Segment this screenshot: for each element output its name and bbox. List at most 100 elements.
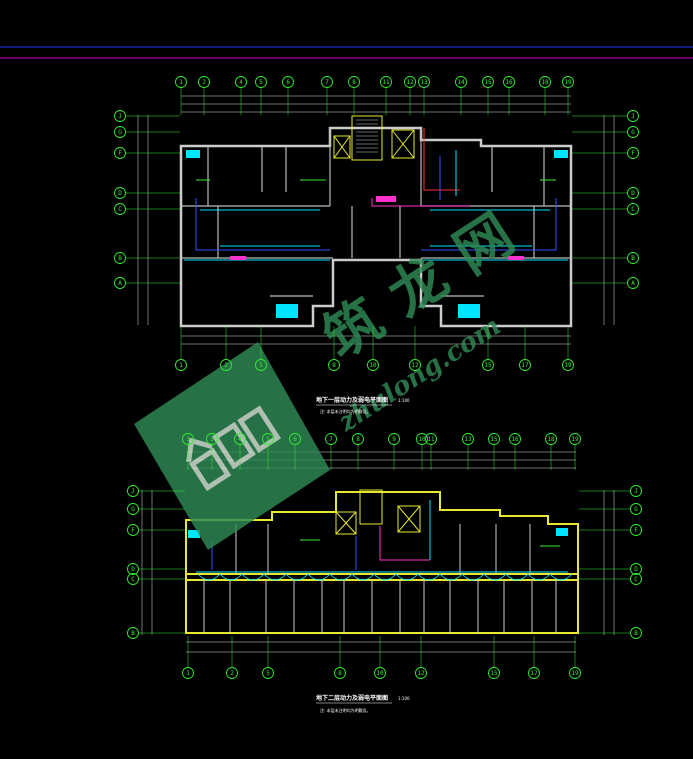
plan-2-axis-bottom-10: 10	[374, 667, 386, 679]
plan-2-axis-right-C: C	[630, 573, 642, 585]
svg-text:19: 19	[571, 670, 579, 677]
svg-text:F: F	[631, 150, 635, 157]
svg-text:2: 2	[224, 362, 228, 369]
svg-text:11: 11	[427, 436, 435, 443]
plan-2-axis-right-B: B	[630, 627, 642, 639]
svg-text:7: 7	[329, 436, 333, 443]
plan-2-axis-left-D: D	[127, 563, 139, 575]
svg-text:G: G	[631, 129, 635, 136]
svg-text:15: 15	[490, 670, 498, 677]
plan-2-axis-left-F: F	[127, 524, 139, 536]
plan-2-axis-right-D: D	[630, 563, 642, 575]
plan-2-axis-top-9: 9	[388, 433, 400, 445]
svg-text:15: 15	[484, 362, 492, 369]
svg-text:16: 16	[511, 436, 519, 443]
plan-2-title: 地下二层动力及弱电平面图	[316, 694, 388, 702]
svg-text:8: 8	[338, 670, 342, 677]
plan-1-axis-right-A: A	[627, 277, 639, 289]
plan-1-axis-top-5: 5	[255, 76, 267, 88]
plan-1-axis-bottom-5: 5	[255, 359, 267, 371]
plan-1-axis-top-18: 18	[539, 76, 551, 88]
svg-text:C: C	[131, 576, 135, 583]
plan-2-axis-left-G: G	[127, 503, 139, 515]
corridor-wiring-arc	[197, 573, 221, 581]
svg-text:16: 16	[505, 79, 513, 86]
plan-1-axis-right-G: G	[627, 126, 639, 138]
plan-2-axis-right-G: G	[630, 503, 642, 515]
plan-1-axis-left-J: J	[114, 110, 126, 122]
plan-1-axis-left-B: B	[114, 252, 126, 264]
plan-1-wiring	[184, 128, 568, 261]
svg-text:G: G	[634, 506, 638, 513]
svg-text:8: 8	[352, 79, 356, 86]
svg-text:1: 1	[179, 79, 183, 86]
corridor-wiring-arc	[439, 573, 463, 581]
plan-2-axis-left-B: B	[127, 627, 139, 639]
svg-text:D: D	[131, 566, 135, 573]
plan-2-axis-top-11: 11	[425, 433, 437, 445]
plan-1-stair-treads	[356, 119, 378, 153]
corridor-wiring-arc	[263, 573, 287, 581]
svg-text:F: F	[131, 527, 135, 534]
svg-text:5: 5	[266, 670, 270, 677]
plan-1-side-dimensions	[137, 115, 615, 325]
svg-text:10: 10	[418, 436, 426, 443]
corridor-wiring-arc	[219, 573, 243, 581]
plan-1-axis-bottom-1: 1	[175, 359, 187, 371]
plan-1-axis-right-D: D	[627, 187, 639, 199]
corridor-wiring-arc	[373, 573, 397, 581]
svg-text:4: 4	[239, 79, 243, 86]
svg-text:1: 1	[179, 362, 183, 369]
corridor-wiring-arc	[285, 573, 309, 581]
svg-text:15: 15	[490, 436, 498, 443]
plan-1-axis-right-B: B	[627, 252, 639, 264]
corridor-wiring-arc	[241, 573, 265, 581]
plan-2-axis-top-7: 7	[325, 433, 337, 445]
svg-text:13: 13	[420, 79, 428, 86]
plan-1-axis-right-F: F	[627, 147, 639, 159]
plan-1-axis-right-J: J	[627, 110, 639, 122]
plan-2-axis-left-C: C	[127, 573, 139, 585]
plan-1-axis-bottom-12: 12	[409, 359, 421, 371]
plan-2-axis-top-8: 8	[352, 433, 364, 445]
svg-text:6: 6	[286, 79, 290, 86]
svg-text:1: 1	[186, 436, 190, 443]
plan-1-axis-bottom-2: 2	[220, 359, 232, 371]
plan-2-axis-right-J: J	[630, 485, 642, 497]
svg-text:12: 12	[417, 670, 425, 677]
plan-1-outlets	[186, 150, 568, 318]
svg-text:19: 19	[564, 362, 572, 369]
plan-1-interior-walls	[181, 128, 571, 297]
corridor-wiring-arc	[527, 573, 551, 581]
corridor-wiring-arc	[505, 573, 529, 581]
plan-1-axis-top-14: 14	[455, 76, 467, 88]
svg-text:10: 10	[369, 362, 377, 369]
corridor-wiring-arc	[549, 573, 573, 581]
plan-2-outlets	[188, 528, 568, 538]
plan-2-axis-bottom-17: 17	[528, 667, 540, 679]
plan-1-top-dimensions	[181, 95, 571, 113]
svg-text:19: 19	[564, 79, 572, 86]
plan-1-axis-top-19: 19	[562, 76, 574, 88]
plan-1-axis-top-16: 16	[503, 76, 515, 88]
plan-1-axis-top-7: 7	[321, 76, 333, 88]
plan-1-axis-bottom-19: 19	[562, 359, 574, 371]
svg-text:11: 11	[382, 79, 390, 86]
svg-text:2: 2	[230, 670, 234, 677]
svg-text:D: D	[118, 190, 122, 197]
svg-text:8: 8	[332, 362, 336, 369]
svg-text:6: 6	[293, 436, 297, 443]
svg-text:13: 13	[464, 436, 472, 443]
plan-1-axis-left-A: A	[114, 277, 126, 289]
plan-2-corridor-wiring	[197, 573, 573, 581]
svg-text:G: G	[131, 506, 135, 513]
svg-text:7: 7	[325, 79, 329, 86]
plan-2-partitions	[203, 524, 557, 633]
plan-2-axis-top-5: 5	[262, 433, 274, 445]
corridor-wiring-arc	[307, 573, 331, 581]
svg-text:10: 10	[376, 670, 384, 677]
svg-text:1: 1	[186, 670, 190, 677]
svg-text:B: B	[631, 255, 635, 262]
